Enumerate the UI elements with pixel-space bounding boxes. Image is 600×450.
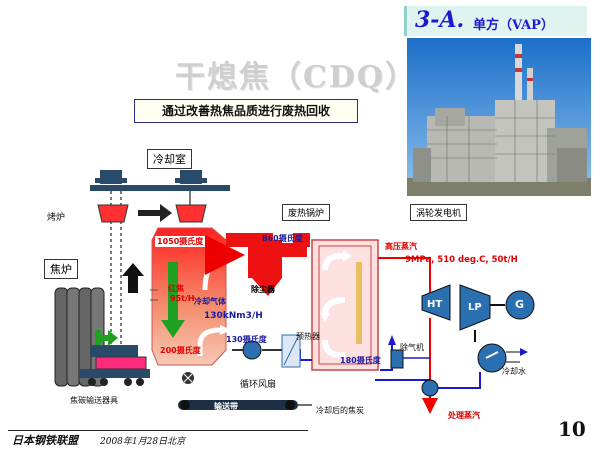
cooling-chamber-label: 冷却室	[147, 149, 192, 169]
kiln-label: 烤炉	[47, 210, 65, 223]
gas-flow: 130kNm3/H	[204, 311, 263, 321]
generator-label: G	[515, 298, 524, 311]
footer-divider	[8, 430, 308, 431]
temp-200: 200摄氏度	[160, 345, 201, 356]
coke-transport-label: 焦碳输送器具	[70, 395, 118, 406]
waste-heat-boiler-label: 废热锅炉	[282, 204, 330, 221]
ht-label: HT	[427, 299, 442, 310]
coke-oven-label: 焦炉	[44, 259, 78, 279]
turbine-generator-label: 涡轮发电机	[410, 204, 467, 221]
circulating-fan-label: 循环风扇	[240, 377, 276, 390]
temp-180: 180摄氏度	[340, 355, 381, 366]
dust-collector-label: 除尘器	[251, 284, 275, 295]
conveyor-label: 输送带	[214, 401, 238, 412]
footer-org: 日本钢铁联盟	[12, 432, 78, 448]
preheater-label: 预热器	[296, 331, 320, 342]
footer-date: 2008年1月28日北京	[100, 434, 185, 447]
process-steam-label: 处理蒸汽	[448, 410, 480, 421]
temp-130: 130摄氏度	[226, 334, 267, 345]
cooled-coke-label: 冷却后的焦炭	[316, 405, 364, 416]
page-number: 10	[558, 417, 586, 441]
lp-label: LP	[468, 302, 482, 313]
crane-rail	[90, 185, 230, 191]
high-pressure-steam-label: 高压蒸汽	[385, 241, 417, 252]
steam-spec: 9MPa, 510 deg.C, 50t/H	[405, 255, 518, 265]
coke-rate: 95t/H	[170, 294, 195, 303]
temp-1050: 1050摄氏度	[155, 236, 205, 247]
cooling-water-label: 冷却水	[502, 366, 526, 377]
temp-860: 860摄氏度	[262, 233, 303, 244]
deaerator-label: 除气机	[400, 342, 424, 353]
conveyor-belt	[178, 400, 298, 410]
dust-collector	[248, 240, 282, 278]
cooling-gas: 冷却气体	[194, 296, 226, 307]
red-coke: 红焦	[168, 283, 184, 294]
